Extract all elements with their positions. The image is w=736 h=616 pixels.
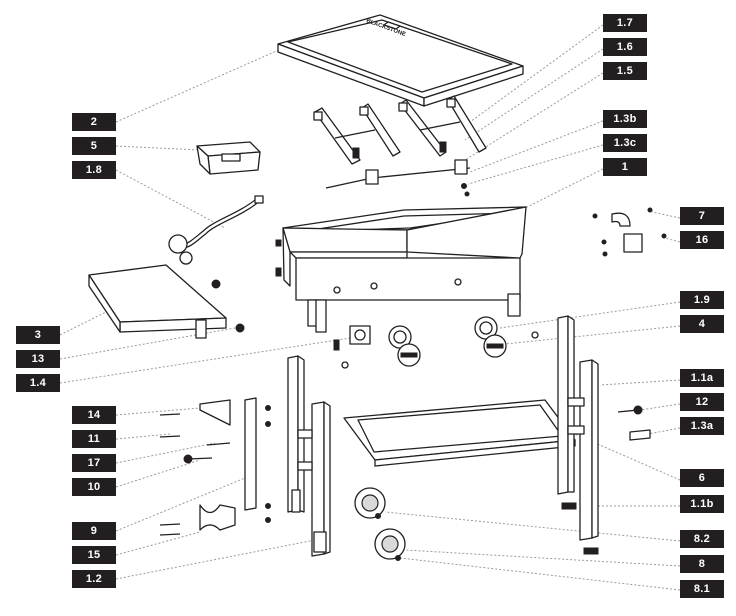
label-9: 9: [72, 522, 116, 540]
label-1: 1: [603, 158, 647, 176]
label-10: 10: [72, 478, 116, 496]
label-1-9: 1.9: [680, 291, 724, 309]
label-6: 6: [680, 469, 724, 487]
regulator-hose: [168, 195, 264, 265]
right-legs: [557, 315, 599, 555]
label-1-6: 1.6: [603, 38, 647, 56]
bottom-shelf: [343, 399, 576, 467]
label-8-1: 8.1: [680, 580, 724, 598]
label-8-2: 8.2: [680, 530, 724, 548]
label-3: 3: [16, 326, 60, 344]
left-hardware: [159, 399, 236, 536]
wheels: [354, 487, 406, 561]
label-15: 15: [72, 546, 116, 564]
controls: [333, 316, 539, 369]
label-1-3c: 1.3c: [603, 134, 647, 152]
label-1-7: 1.7: [603, 14, 647, 32]
label-1-2: 1.2: [72, 570, 116, 588]
label-16: 16: [680, 231, 724, 249]
label-17: 17: [72, 454, 116, 472]
label-1-4: 1.4: [16, 374, 60, 392]
label-12: 12: [680, 393, 724, 411]
side-shelf: [88, 264, 245, 339]
leader-lines: [59, 24, 681, 591]
label-1-5: 1.5: [603, 62, 647, 80]
griddle-top: BLACKSTONE: [277, 14, 524, 107]
label-8: 8: [680, 555, 724, 573]
label-1-1a: 1.1a: [680, 369, 724, 387]
label-14: 14: [72, 406, 116, 424]
right-hardware: [592, 207, 667, 441]
label-13: 13: [16, 350, 60, 368]
label-1-3a: 1.3a: [680, 417, 724, 435]
label-11: 11: [72, 430, 116, 448]
label-1-3b: 1.3b: [603, 110, 647, 128]
label-2: 2: [72, 113, 116, 131]
label-1-1b: 1.1b: [680, 495, 724, 513]
left-legs: [244, 355, 331, 557]
label-1-8: 1.8: [72, 161, 116, 179]
griddle-body: [275, 206, 527, 333]
burner-assembly: [313, 95, 487, 197]
grease-cup: [196, 141, 261, 175]
label-4: 4: [680, 315, 724, 333]
label-5: 5: [72, 137, 116, 155]
label-7: 7: [680, 207, 724, 225]
